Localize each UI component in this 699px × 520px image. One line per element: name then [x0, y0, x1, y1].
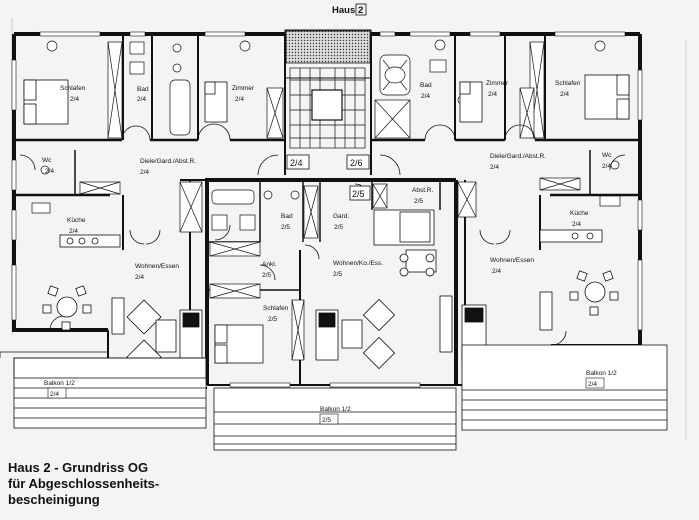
- staircase: [289, 67, 366, 149]
- svg-text:Balkon 1/2: Balkon 1/2: [320, 406, 351, 413]
- svg-text:2/4: 2/4: [488, 91, 497, 98]
- room-label-wc-r: Wc 2/4: [602, 152, 612, 170]
- svg-text:2/4: 2/4: [235, 96, 244, 103]
- svg-text:Zimmer: Zimmer: [486, 80, 509, 87]
- svg-text:2/5: 2/5: [268, 316, 277, 323]
- room-label-balkon-m: Balkon 1/2 2/5: [319, 406, 351, 425]
- svg-text:2/4: 2/4: [70, 96, 79, 103]
- svg-text:Wohnen/Ko./Ess.: Wohnen/Ko./Ess.: [333, 260, 383, 267]
- room-label-schlafen-r: Schlafen 2/4: [555, 80, 581, 98]
- balconies: [0, 344, 668, 451]
- room-label-kueche-l: Küche 2/4: [67, 217, 86, 235]
- svg-text:Schlafen: Schlafen: [555, 80, 581, 87]
- room-label-zimmer-r: Zimmer 2/4: [486, 80, 509, 98]
- header-title-prefix: Haus: [332, 5, 355, 16]
- windows: [11, 31, 643, 388]
- svg-text:2/4: 2/4: [135, 274, 144, 281]
- svg-text:2/5: 2/5: [352, 189, 365, 199]
- room-label-zimmer-l: Zimmer 2/4: [232, 85, 255, 103]
- room-label-wohnen-r: Wohnen/Essen 2/4: [490, 257, 534, 275]
- svg-text:Abst.R.: Abst.R.: [412, 187, 434, 194]
- room-label-ankl-m: Ankl. 2/5: [262, 261, 277, 279]
- caption-line-1: Haus 2 - Grundriss OG: [8, 460, 149, 475]
- title-number-box: [355, 3, 367, 16]
- room-label-stair-c: 2/5: [349, 185, 371, 201]
- svg-text:2/4: 2/4: [572, 221, 581, 228]
- svg-text:2/4: 2/4: [50, 391, 59, 398]
- svg-text:2/5: 2/5: [414, 198, 423, 205]
- room-label-abstr-m: Abst.R. 2/5: [412, 187, 434, 205]
- svg-text:Balkon 1/2: Balkon 1/2: [586, 370, 617, 377]
- svg-text:Schlafen: Schlafen: [263, 305, 289, 312]
- room-label-diele-r: Diele/Gard./Abst.R. 2/4: [490, 153, 546, 171]
- svg-text:2/4: 2/4: [69, 228, 78, 235]
- svg-text:2/6: 2/6: [350, 158, 363, 168]
- svg-text:2/5: 2/5: [322, 417, 331, 424]
- room-label-stair-b: 2/6: [346, 154, 370, 170]
- svg-text:Diele/Gard./Abst.R.: Diele/Gard./Abst.R.: [490, 153, 546, 160]
- svg-text:2/4: 2/4: [421, 93, 430, 100]
- svg-text:2/4: 2/4: [140, 169, 149, 176]
- svg-text:Bad: Bad: [420, 82, 432, 89]
- svg-text:Küche: Küche: [570, 210, 589, 217]
- room-label-wc-l: Wc 2/4: [42, 157, 54, 175]
- wardrobes: [79, 41, 581, 361]
- svg-text:2/4: 2/4: [588, 381, 597, 388]
- svg-text:Bad: Bad: [137, 86, 149, 93]
- room-label-wohnen-l: Wohnen/Essen 2/4: [135, 263, 179, 281]
- room-label-diele-l: Diele/Gard./Abst.R. 2/4: [140, 158, 196, 176]
- svg-text:2/5: 2/5: [333, 271, 342, 278]
- svg-text:Wohnen/Essen: Wohnen/Essen: [135, 263, 179, 270]
- svg-text:Wohnen/Essen: Wohnen/Essen: [490, 257, 534, 264]
- svg-text:2/5: 2/5: [281, 224, 290, 231]
- caption-line-2: für Abgeschlossenheits-: [8, 476, 160, 491]
- room-label-bad-l: Bad 2/4: [137, 86, 149, 103]
- svg-text:2/4: 2/4: [560, 91, 569, 98]
- svg-text:2/4: 2/4: [290, 158, 303, 168]
- caption-line-3: bescheinigung: [8, 492, 100, 507]
- svg-text:Küche: Küche: [67, 217, 86, 224]
- svg-text:2/4: 2/4: [137, 96, 146, 103]
- svg-text:Balkon 1/2: Balkon 1/2: [44, 380, 75, 387]
- svg-text:Zimmer: Zimmer: [232, 85, 255, 92]
- dining-tables: [42, 270, 619, 331]
- room-label-wohnen-m: Wohnen/Ko./Ess. 2/5: [333, 260, 383, 278]
- room-label-kueche-r: Küche 2/4: [570, 210, 589, 228]
- plan-caption: Haus 2 - Grundriss OG für Abgeschlossenh…: [8, 460, 248, 508]
- beds: [23, 74, 630, 364]
- svg-text:2/4: 2/4: [490, 164, 499, 171]
- svg-text:Diele/Gard./Abst.R.: Diele/Gard./Abst.R.: [140, 158, 196, 165]
- room-label-stair-a: 2/4: [286, 154, 310, 170]
- room-label-schlafen-l: Schlafen 2/4: [60, 85, 86, 103]
- room-label-schlafen-m: Schlafen 2/5: [263, 305, 289, 323]
- room-label-bad-m: Bad 2/5: [281, 213, 293, 231]
- svg-text:2/5: 2/5: [262, 272, 271, 279]
- svg-text:Wc: Wc: [42, 157, 52, 164]
- header-title: Haus 2: [332, 3, 367, 16]
- svg-text:2/4: 2/4: [492, 268, 501, 275]
- doors: [19, 123, 626, 381]
- room-label-balkon-l: Balkon 1/2 2/4: [44, 380, 75, 399]
- svg-text:2/4: 2/4: [45, 168, 54, 175]
- room-label-balkon-r: Balkon 1/2 2/4: [585, 370, 617, 389]
- header-title-number: 2: [358, 5, 363, 16]
- room-label-bad-r: Bad 2/4: [420, 82, 432, 100]
- stair-roof-light: [285, 30, 371, 64]
- svg-text:Ankl.: Ankl.: [262, 261, 277, 268]
- kitchen-counters: [59, 209, 603, 277]
- svg-text:Gard.: Gard.: [333, 213, 349, 220]
- svg-text:Schlafen: Schlafen: [60, 85, 86, 92]
- room-label-gard-m: Gard. 2/5: [333, 213, 349, 231]
- svg-text:Bad: Bad: [281, 213, 293, 220]
- svg-text:2/4: 2/4: [602, 163, 611, 170]
- svg-text:Wc: Wc: [602, 152, 612, 159]
- svg-text:2/5: 2/5: [334, 224, 343, 231]
